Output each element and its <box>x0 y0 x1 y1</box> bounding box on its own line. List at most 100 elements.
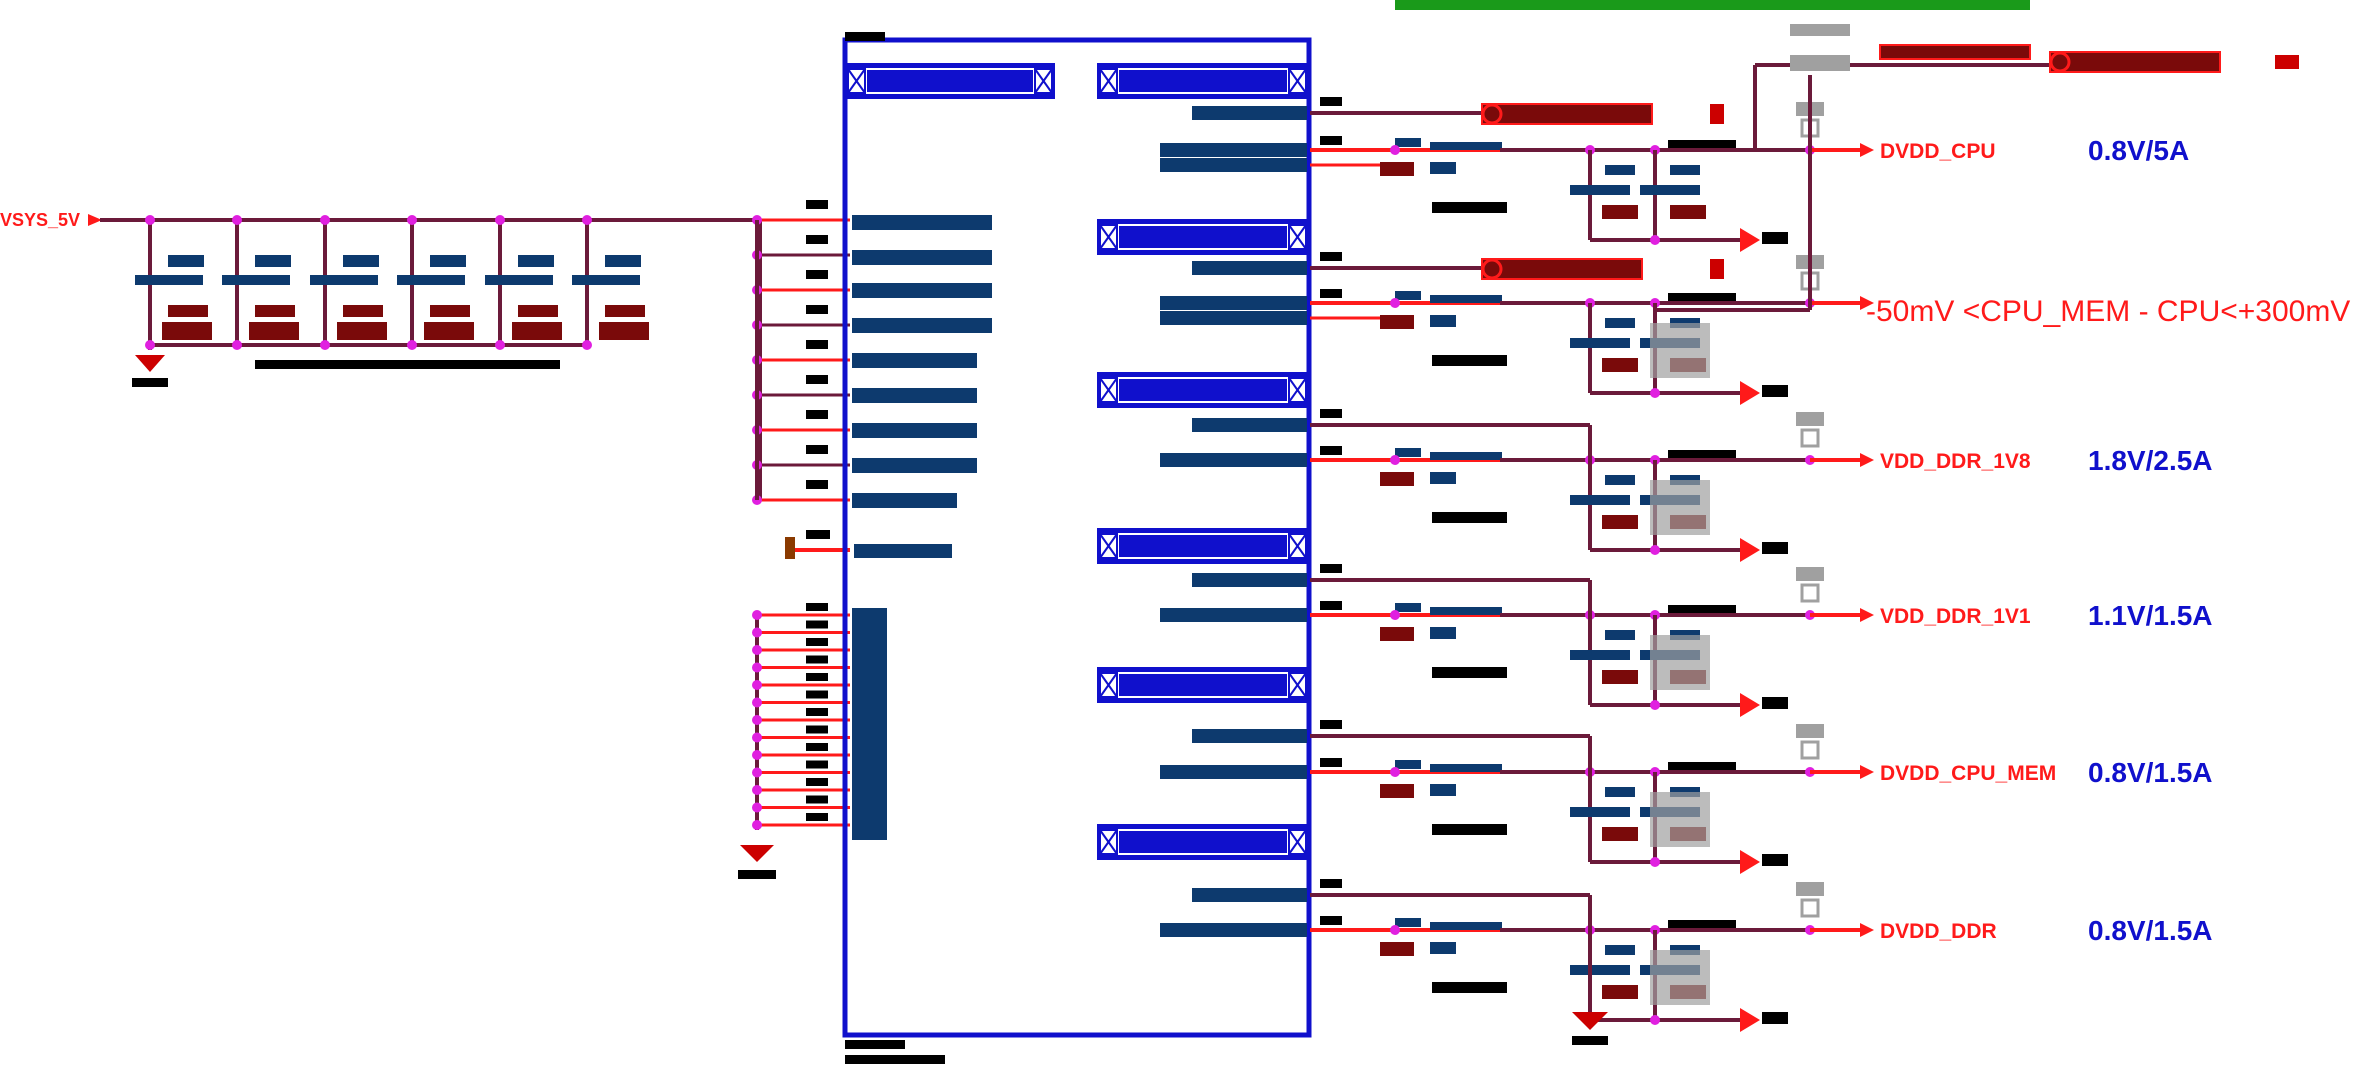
capacitor-spec <box>599 322 649 340</box>
junction-dot <box>1650 235 1660 245</box>
buck-box-5 <box>1097 667 1309 703</box>
capacitor-symbol <box>397 275 465 285</box>
input-net-label: VSYS_5V <box>0 210 80 230</box>
junction-dot <box>582 215 592 225</box>
inductor-ref <box>1395 603 1421 612</box>
cap-symbol <box>1570 338 1630 348</box>
inductor-value <box>1380 942 1414 956</box>
pin-number <box>806 655 828 664</box>
input-pin-label <box>852 353 977 368</box>
junction-dot <box>1390 455 1400 465</box>
input-pin-label <box>852 250 992 265</box>
pin-number <box>806 673 828 681</box>
lx-pin <box>1160 608 1307 622</box>
inductor-ref <box>1395 918 1421 927</box>
ground-arrow <box>1740 381 1760 405</box>
junction-dot <box>320 215 330 225</box>
junction-dot <box>752 767 762 778</box>
gnd-tag <box>1762 854 1788 866</box>
optional-cap <box>1650 323 1710 378</box>
junction-dot <box>1390 610 1400 620</box>
feedback-pin <box>1192 418 1307 432</box>
pin-number <box>806 375 828 384</box>
pin-number <box>806 638 828 646</box>
lx-pin <box>1160 453 1307 467</box>
pin-number <box>1320 289 1342 298</box>
pin-number <box>806 620 828 629</box>
inductor-symbol <box>1430 142 1502 150</box>
inductor-symbol <box>1430 607 1502 615</box>
cap-ref <box>1605 475 1635 485</box>
lx-pin-2 <box>1160 311 1307 325</box>
title-note-bar <box>1395 0 2030 10</box>
capacitor-ref <box>430 255 466 267</box>
capacitor-spec <box>337 322 387 340</box>
cap-value <box>1602 358 1638 372</box>
input-pin-label <box>852 283 992 298</box>
junction-dot <box>752 732 762 743</box>
capacitor-ref <box>343 255 379 267</box>
input-port-arrow <box>88 214 102 226</box>
cap-value <box>1602 515 1638 529</box>
inductor-ref <box>1395 138 1421 147</box>
cpu-note: -50mV <CPU_MEM - CPU<+300mV <box>1866 295 2350 328</box>
capacitor-ref <box>168 255 204 267</box>
junction-dot <box>752 802 762 813</box>
inductor-pkg <box>1430 472 1456 484</box>
input-pin-label <box>852 318 992 333</box>
inductor-pkg <box>1430 315 1456 327</box>
ground-pin-column <box>852 608 887 840</box>
rail-net-label: VDD_DDR_1V8 <box>1880 450 2031 473</box>
capacitor-ref <box>518 255 554 267</box>
inductor-part <box>1432 202 1507 213</box>
rail-rating: 1.1V/1.5A <box>2088 600 2213 631</box>
output-port-arrow <box>1860 765 1874 779</box>
output-port-arrow <box>1860 296 1874 310</box>
junction-dot <box>145 215 155 225</box>
cap-note <box>255 360 560 369</box>
cap-value <box>1602 827 1638 841</box>
pin-number <box>1320 601 1342 610</box>
pin-number <box>806 445 828 454</box>
pin-number <box>1320 252 1342 261</box>
cap-ref <box>1605 630 1635 640</box>
rail-rating: 1.8V/2.5A <box>2088 445 2213 476</box>
pin-number <box>806 480 828 489</box>
pmic-block <box>842 32 1312 1064</box>
pin-number <box>806 340 828 349</box>
junction-dot <box>232 215 242 225</box>
pin-number <box>806 270 828 279</box>
junction-dot <box>1390 767 1400 777</box>
feedback-pin <box>1192 729 1307 743</box>
buck-box-1 <box>1097 63 1309 99</box>
optional-cap <box>1650 480 1710 535</box>
inductor-symbol <box>1430 452 1502 460</box>
inductor-value <box>1380 162 1414 176</box>
output-stage-3 <box>1310 409 1874 562</box>
input-capacitor <box>572 215 649 350</box>
inductor-pkg <box>1430 162 1456 174</box>
inductor-part <box>1432 824 1507 835</box>
input-section: VSYS_5V <box>0 200 952 879</box>
junction-dot <box>752 662 762 673</box>
pin-number <box>806 690 828 699</box>
test-point-ref <box>1796 567 1824 581</box>
enable-input <box>785 537 795 559</box>
junction-dot <box>1390 145 1400 155</box>
pin-number <box>806 725 828 734</box>
junction-dot <box>407 340 417 350</box>
output-stage-5 <box>1310 720 1874 874</box>
junction-dot <box>145 340 155 350</box>
gnd-tag <box>1762 542 1788 554</box>
rail-rating: 0.8V/1.5A <box>2088 915 2213 946</box>
pin-number <box>806 743 828 751</box>
pin-number <box>806 200 828 209</box>
inductor-part <box>1432 982 1507 993</box>
cap-value <box>1602 985 1638 999</box>
junction-dot <box>1650 1015 1660 1025</box>
buck-box-2 <box>1097 219 1309 255</box>
pin-number <box>806 760 828 769</box>
input-capacitor <box>310 215 387 350</box>
inductor-symbol <box>1430 922 1502 930</box>
inductor-pkg <box>1430 942 1456 954</box>
